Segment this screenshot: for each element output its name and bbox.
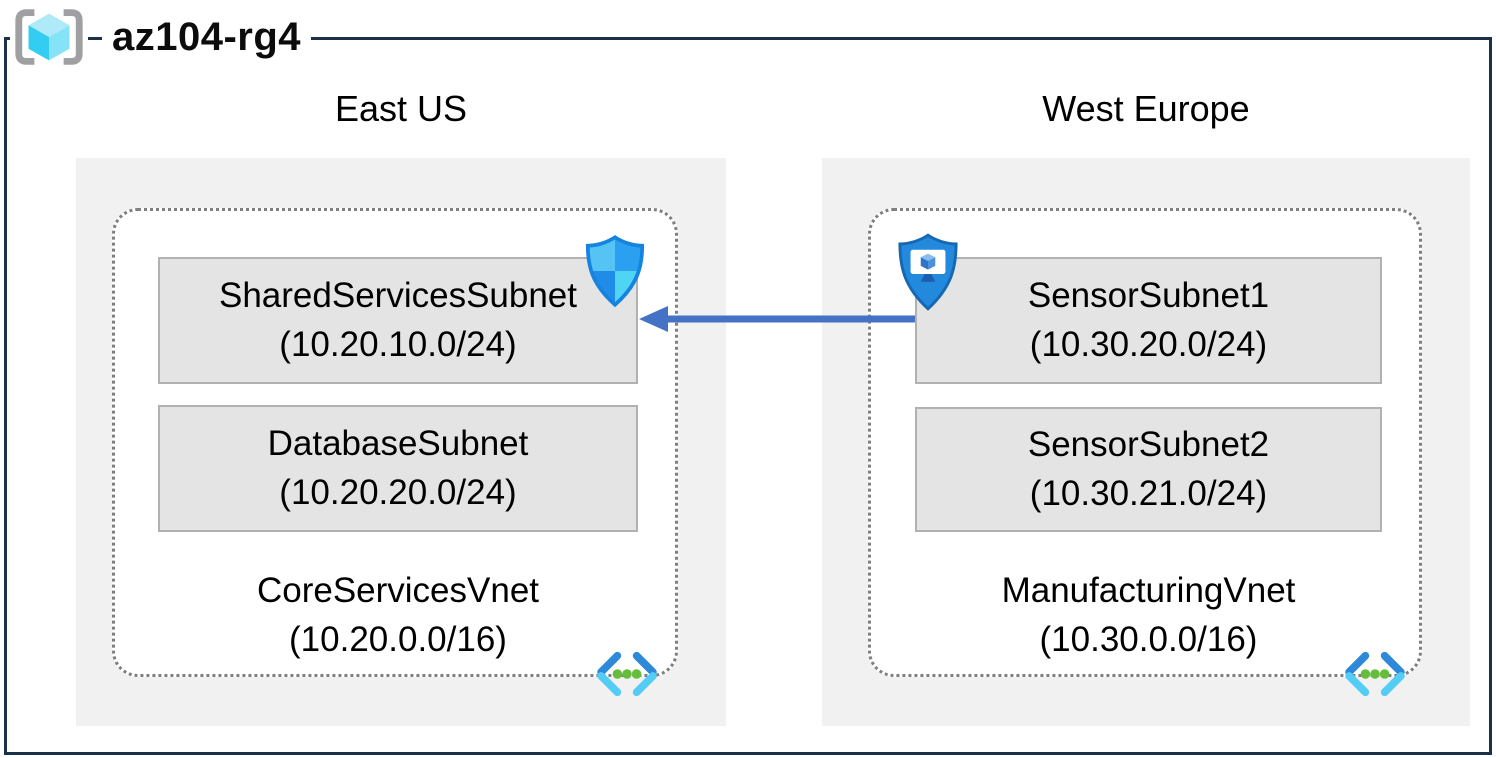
resource-group-icon — [10, 5, 88, 69]
traffic-arrow — [639, 306, 915, 332]
bastion-shield-monitor-icon — [897, 232, 959, 312]
region-title-west-europe: West Europe — [1042, 88, 1250, 129]
subnet-cidr: (10.20.10.0/24) — [279, 324, 517, 364]
vnet-cidr: (10.20.0.0/16) — [289, 620, 507, 659]
subnet-sensor2: SensorSubnet2 (10.30.21.0/24) — [915, 407, 1382, 532]
vnet-label-coreservices: CoreServicesVnet (10.20.0.0/16) — [158, 566, 638, 664]
vnet-label-manufacturing: ManufacturingVnet (10.30.0.0/16) — [915, 566, 1382, 664]
resource-group-boundary — [4, 37, 1492, 755]
subnet-database: DatabaseSubnet (10.20.20.0/24) — [158, 405, 638, 532]
resource-group-header: az104-rg4 — [10, 5, 312, 69]
region-title-east-us: East US — [334, 88, 468, 129]
virtual-network-icon — [594, 650, 660, 698]
subnet-sensor1: SensorSubnet1 (10.30.20.0/24) — [915, 257, 1382, 384]
vnet-cidr: (10.30.0.0/16) — [1039, 620, 1258, 659]
virtual-network-icon — [1342, 650, 1408, 698]
vnet-name: ManufacturingVnet — [1001, 571, 1296, 610]
subnet-name: SensorSubnet2 — [1027, 425, 1270, 465]
subnet-name: SharedServicesSubnet — [219, 276, 577, 316]
subnet-cidr: (10.30.21.0/24) — [1029, 473, 1268, 513]
subnet-name: SensorSubnet1 — [1027, 276, 1270, 316]
subnet-name: DatabaseSubnet — [267, 424, 529, 464]
vnet-name: CoreServicesVnet — [256, 571, 540, 610]
resource-group-name: az104-rg4 — [102, 14, 312, 60]
network-security-group-shield-icon — [585, 234, 645, 308]
subnet-cidr: (10.20.20.0/24) — [279, 472, 517, 512]
subnet-shared-services: SharedServicesSubnet (10.20.10.0/24) — [158, 257, 638, 384]
subnet-cidr: (10.30.20.0/24) — [1029, 324, 1268, 364]
